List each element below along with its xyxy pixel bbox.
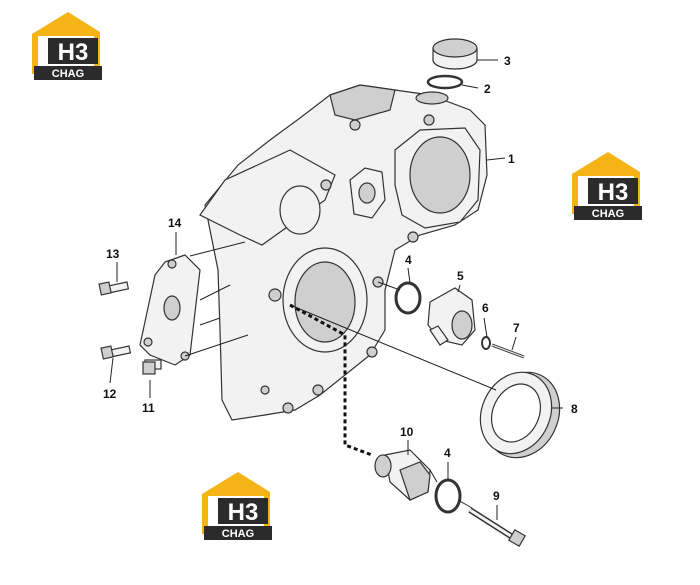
- callout-11: 11: [142, 401, 155, 415]
- callout-10: 10: [400, 425, 414, 439]
- o-ring-upper: [394, 281, 422, 315]
- o-ring-lower: [434, 478, 462, 514]
- bolt-11: [142, 359, 162, 375]
- callout-13: 13: [106, 247, 120, 261]
- callout-8: 8: [571, 402, 578, 416]
- callout-labels: 3 2 1 4 5 6 7 8 9 10 4 11 12 13 14: [103, 54, 578, 503]
- logo-top-text: H3: [58, 39, 89, 66]
- logo-bottom-text: CHAG: [52, 68, 84, 80]
- leader-lines: [109, 59, 563, 520]
- logo-top-text: H3: [228, 499, 259, 526]
- cover-plate: [139, 254, 201, 366]
- filler-cap: [432, 38, 478, 70]
- brand-logo-bottom: H3 CHAG: [202, 472, 272, 540]
- main-housing: [199, 84, 488, 421]
- screw-7: [491, 343, 525, 359]
- brand-logo-right: H3 CHAG: [572, 152, 642, 220]
- callout-2: 2: [484, 82, 491, 96]
- callout-4-lower: 4: [444, 446, 451, 460]
- callout-6: 6: [482, 301, 489, 315]
- washer: [481, 336, 491, 350]
- bolt-12: [100, 345, 132, 360]
- brand-logo-top-left: H3 CHAG: [32, 12, 102, 80]
- logo-top-text: H3: [598, 179, 629, 206]
- callout-3: 3: [504, 54, 511, 68]
- callout-14: 14: [168, 216, 182, 230]
- callout-4-upper: 4: [405, 253, 412, 267]
- callout-9: 9: [493, 489, 500, 503]
- sleeve-plug: [374, 449, 431, 501]
- callout-1: 1: [508, 152, 515, 166]
- bolt-13: [98, 281, 130, 296]
- shaft-seal: [479, 371, 561, 459]
- logo-bottom-text: CHAG: [222, 528, 254, 540]
- callout-5: 5: [457, 269, 464, 283]
- logo-bottom-text: CHAG: [592, 208, 624, 220]
- callout-12: 12: [103, 387, 117, 401]
- outlet-flange: [427, 287, 476, 346]
- cap-seal-ring: [426, 74, 464, 90]
- callout-7: 7: [513, 321, 520, 335]
- long-bolt: [468, 507, 527, 548]
